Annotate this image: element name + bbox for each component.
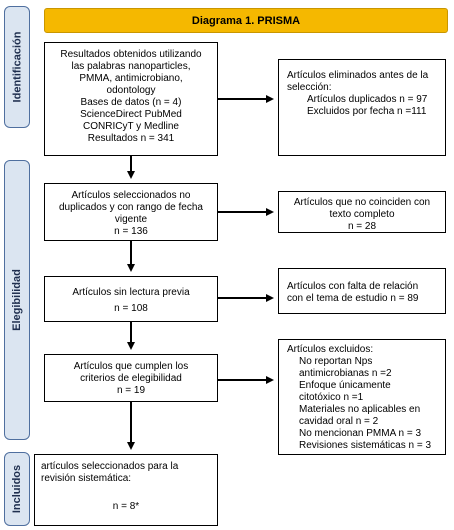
box-eliminados: Artículos eliminados antes de la selecci… bbox=[278, 59, 446, 156]
box-eliminados-line: selección: bbox=[287, 82, 332, 93]
box-resultados-line: ScienceDirect PubMed bbox=[80, 109, 182, 120]
box-incluidos-line: artículos seleccionados para la bbox=[41, 461, 179, 472]
box-resultados-line: Resultados obtenidos utilizando bbox=[60, 49, 202, 60]
box-no-coinciden-line: n = 28 bbox=[347, 221, 377, 232]
box-seleccionados-line: duplicados y con rango de fecha bbox=[59, 202, 203, 213]
box-excluidos-line: Artículos excluidos: bbox=[287, 344, 374, 355]
box-cumplen-line: criterios de elegibilidad bbox=[80, 373, 182, 384]
box-no-coinciden-line: texto completo bbox=[329, 209, 395, 220]
box-resultados-line: las palabras nanoparticles, bbox=[71, 61, 191, 72]
box-excluidos-line: citotóxico n =1 bbox=[299, 392, 364, 403]
box-eliminados-line: Artículos duplicados n = 97 bbox=[307, 94, 428, 105]
box-cumplen-line: Artículos que cumplen los bbox=[73, 361, 189, 372]
box-falta-relacion: Artículos con falta de relación con el t… bbox=[278, 268, 446, 314]
box-falta-relacion-line: con el tema de estudio n = 89 bbox=[287, 293, 419, 304]
box-sin-lectura-line: Artículos sin lectura previa bbox=[72, 287, 190, 298]
box-resultados: Resultados obtenidos utilizando las pala… bbox=[44, 42, 218, 156]
box-resultados-line: PMMA, antimicrobiano, bbox=[79, 73, 183, 84]
box-cumplen-line: n = 19 bbox=[116, 385, 146, 396]
box-incluidos: artículos seleccionados para la revisión… bbox=[34, 454, 218, 526]
phase-elegibilidad-label: Elegibilidad bbox=[11, 269, 24, 331]
box-resultados-line: odontology bbox=[106, 85, 156, 96]
phase-incluidos-label: Incluidos bbox=[11, 464, 23, 514]
phase-elegibilidad: Elegibilidad bbox=[4, 160, 30, 440]
phase-identificacion: Identificación bbox=[4, 6, 30, 128]
box-sin-lectura: Artículos sin lectura previa n = 108 bbox=[44, 276, 218, 322]
box-excluidos-line: No mencionan PMMA n = 3 bbox=[299, 428, 422, 439]
box-incluidos-line: n = 8* bbox=[112, 501, 140, 512]
box-seleccionados-line: vigente bbox=[114, 214, 148, 225]
diagram-title: Diagrama 1. PRISMA bbox=[44, 8, 448, 33]
box-seleccionados-line: n = 136 bbox=[114, 226, 148, 237]
box-falta-relacion-line: Artículos con falta de relación bbox=[287, 281, 419, 292]
phase-incluidos: Incluidos bbox=[4, 452, 30, 526]
box-excluidos-line: No reportan Nps bbox=[299, 356, 373, 367]
box-resultados-line: Resultados n = 341 bbox=[87, 133, 175, 144]
phase-identificacion-label: Identificación bbox=[11, 31, 23, 103]
box-incluidos-line: revisión sistemática: bbox=[41, 473, 132, 484]
box-excluidos-line: cavidad oral n = 2 bbox=[299, 416, 379, 427]
box-no-coinciden-line: Artículos que no coinciden con bbox=[293, 197, 431, 208]
box-no-coinciden: Artículos que no coinciden con texto com… bbox=[278, 191, 446, 233]
box-excluidos-line: Materiales no aplicables en bbox=[299, 404, 421, 415]
box-excluidos-line: Enfoque únicamente bbox=[299, 380, 391, 391]
box-seleccionados: Artículos seleccionados no duplicados y … bbox=[44, 183, 218, 241]
box-resultados-line: CONRICyT y Medline bbox=[83, 121, 179, 132]
box-cumplen: Artículos que cumplen los criterios de e… bbox=[44, 354, 218, 402]
box-excluidos-line: Revisiones sistemáticas n = 3 bbox=[299, 440, 432, 451]
box-excluidos: Artículos excluidos: No reportan Nps ant… bbox=[278, 339, 446, 455]
box-eliminados-line: Excluidos por fecha n =111 bbox=[307, 106, 427, 117]
box-seleccionados-line: Artículos seleccionados no bbox=[71, 190, 191, 201]
box-resultados-line: Bases de datos (n = 4) bbox=[80, 97, 182, 108]
box-excluidos-line: antimicrobianas n =2 bbox=[299, 368, 392, 379]
box-sin-lectura-line: n = 108 bbox=[114, 303, 148, 314]
box-eliminados-line: Artículos eliminados antes de la bbox=[287, 70, 429, 81]
